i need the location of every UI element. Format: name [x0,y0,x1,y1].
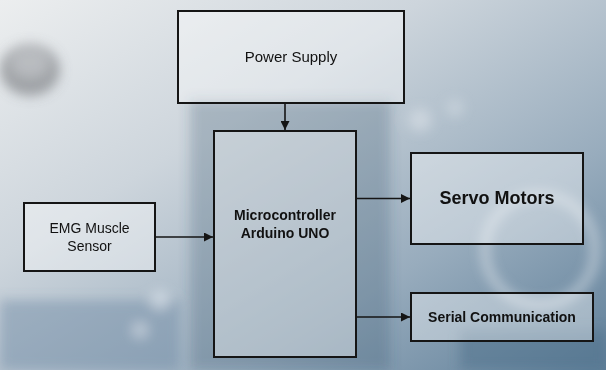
pad-blur [150,290,170,310]
block-label: Power Supply [245,47,338,67]
pad-blur [446,99,464,117]
arrow-connector [284,104,286,130]
pad-blur [132,322,148,338]
block-label: Microcontroller Arduino UNO [225,206,345,242]
crystal-blur [0,44,60,96]
block-label: Serial Communication [428,308,576,326]
block-box: Power Supply [177,10,405,104]
arrow-connector [357,198,410,200]
block-box: Serial Communication [410,292,594,342]
arrow-connector [357,316,410,318]
block-box: Servo Motors [410,152,584,245]
block-box: Microcontroller Arduino UNO [213,130,357,358]
block-label: Servo Motors [439,187,554,210]
board-edge-blur [0,300,180,370]
pad-blur [408,108,432,132]
block-box: EMG Muscle Sensor [23,202,156,272]
crystal-highlight [12,48,48,76]
block-label: EMG Muscle Sensor [35,219,144,255]
arrow-connector [156,236,213,238]
chip-blur [190,100,390,370]
